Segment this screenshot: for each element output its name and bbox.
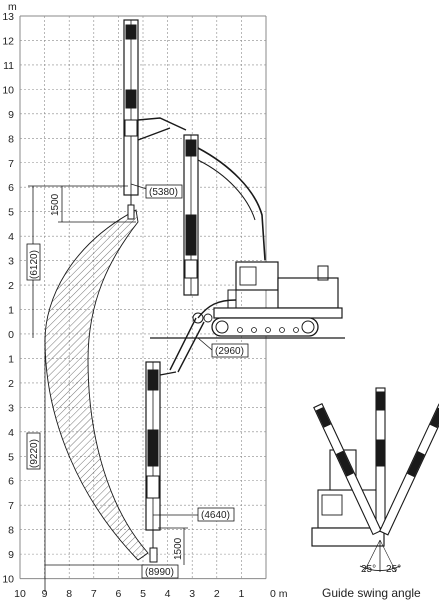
y-tick-label: 8 <box>8 133 14 145</box>
y-tick-label: 9 <box>8 549 14 561</box>
y-tick-label: 1 <box>8 353 14 365</box>
x-tick-label: 10 <box>14 588 26 600</box>
dim-max-reach-bottom: (8990) <box>145 567 174 578</box>
y-tick-label: 6 <box>8 476 14 488</box>
drill-mast-upper <box>123 19 187 220</box>
y-tick-label: 13 <box>2 11 14 23</box>
y-tick-label: 10 <box>2 84 14 96</box>
y-tick-label: 2 <box>8 378 14 390</box>
x-tick-label: 8 <box>66 588 72 600</box>
y-tick-label: 5 <box>8 207 14 219</box>
x-tick-label: 1 <box>238 588 244 600</box>
dim-depth-below-ground: (9220) <box>29 439 40 468</box>
y-tick-label: 12 <box>2 35 14 47</box>
excavator <box>169 261 343 373</box>
dim-stroke-upper: 1500 <box>50 193 61 216</box>
x-axis-ticks: 10 9 8 7 6 5 4 3 2 1 0 m <box>14 588 288 600</box>
y-tick-label: 2 <box>8 280 14 292</box>
dim-boom-offset: (2960) <box>215 346 244 357</box>
y-tick-label: 4 <box>8 427 14 439</box>
y-tick-label: 5 <box>8 451 14 463</box>
x-tick-label: 5 <box>140 588 146 600</box>
drill-mast-middle <box>183 134 266 296</box>
drill-mast-lower <box>145 361 177 563</box>
y-tick-label: 1 <box>8 305 14 317</box>
x-tick-label: 6 <box>115 588 121 600</box>
x-tick-label: 2 <box>214 588 220 600</box>
y-tick-label: 3 <box>8 256 14 268</box>
dimension-labels: (5380) (2960) (4640) (8990) (6120) (9220… <box>26 184 249 579</box>
y-tick-label: 8 <box>8 525 14 537</box>
y-tick-label: 7 <box>8 500 14 512</box>
swing-angle-right: 25° <box>386 564 401 575</box>
dim-max-reach-upper: (5380) <box>149 187 178 198</box>
y-tick-label: 10 <box>2 574 14 586</box>
x-tick-label: 0 m <box>270 588 288 600</box>
working-range-envelope <box>44 209 149 561</box>
x-tick-label: 4 <box>165 588 171 600</box>
x-tick-label: 3 <box>189 588 195 600</box>
inset-caption: Guide swing angle <box>322 586 421 600</box>
dim-stroke-lower: 1500 <box>173 537 184 560</box>
y-tick-label: 6 <box>8 182 14 194</box>
unit-label: m <box>8 1 17 13</box>
guide-swing-inset <box>311 387 439 573</box>
dim-reach-lower: (4640) <box>201 510 230 521</box>
y-tick-label: 0 <box>8 329 14 341</box>
x-tick-label: 7 <box>91 588 97 600</box>
swing-angle-left: 25° <box>361 564 376 575</box>
y-tick-label: 9 <box>8 109 14 121</box>
y-tick-label: 11 <box>3 60 14 72</box>
dim-height-above-ground: (6120) <box>29 250 40 279</box>
y-tick-label: 3 <box>8 402 14 414</box>
y-tick-label: 4 <box>8 231 14 243</box>
y-tick-label: 7 <box>8 158 14 170</box>
x-tick-label: 9 <box>42 588 48 600</box>
